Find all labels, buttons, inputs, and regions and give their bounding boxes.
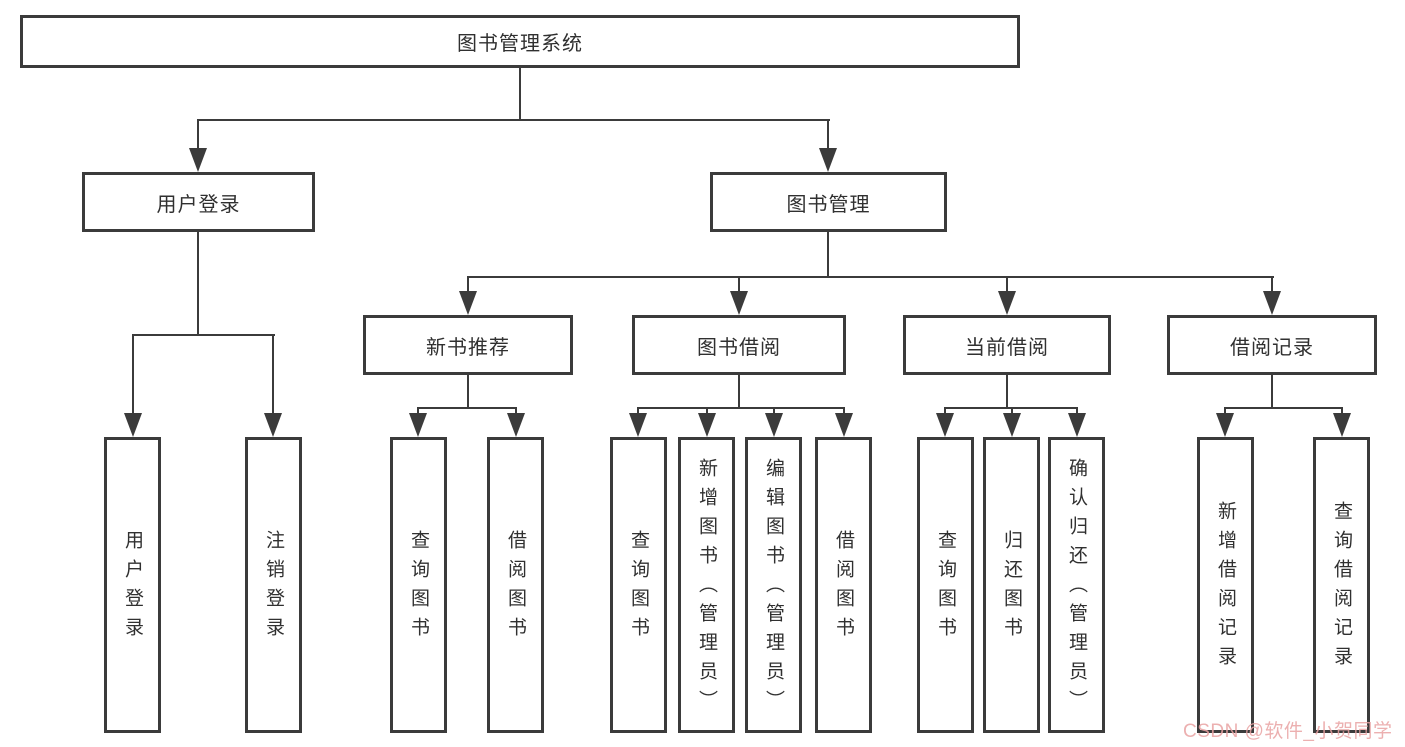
connector-g2-drop-1 (637, 407, 639, 417)
connector-user-login-stem (197, 232, 199, 336)
leaf-query-borrow-record: 查询借阅记录 (1313, 437, 1370, 733)
leaf-logout: 注销登录 (245, 437, 302, 733)
connector-g2-drop-2 (706, 407, 708, 417)
arrow-to-current-borrowing (998, 291, 1016, 315)
arrow-g4-leaf-1 (1216, 413, 1234, 437)
leaf-query-books-3: 查询图书 (917, 437, 974, 733)
arrow-to-new-books (459, 291, 477, 315)
connector-drop-book-management (827, 119, 829, 151)
leaf-query-books-1: 查询图书 (390, 437, 447, 733)
connector-drop-new-books (467, 276, 469, 294)
connector-g2-stem (738, 375, 740, 409)
node-user-login: 用户登录 (82, 172, 315, 232)
leaf-borrow-books-2: 借阅图书 (815, 437, 872, 733)
node-borrowing-records: 借阅记录 (1167, 315, 1377, 375)
connector-root-stem (519, 67, 521, 120)
connector-g2-drop-3 (773, 407, 775, 417)
arrow-g2-leaf-1 (629, 413, 647, 437)
leaf-edit-books-admin: 编辑图书（管理员） (745, 437, 802, 733)
connector-level2-rail (467, 276, 1274, 278)
arrow-g3-leaf-2 (1003, 413, 1021, 437)
leaf-confirm-return-admin: 确认归还（管理员） (1048, 437, 1105, 733)
arrow-g2-leaf-4 (835, 413, 853, 437)
arrow-g1-leaf-2 (507, 413, 525, 437)
connector-g3-drop-3 (1076, 407, 1078, 417)
arrow-to-user-login (189, 148, 207, 172)
arrow-to-borrowing-records (1263, 291, 1281, 315)
connector-g2-drop-4 (843, 407, 845, 417)
leaf-add-books-admin: 新增图书（管理员） (678, 437, 735, 733)
connector-g4-stem (1271, 375, 1273, 409)
connector-g1-stem (467, 375, 469, 409)
arrow-g4-leaf-2 (1333, 413, 1351, 437)
leaf-add-borrow-record: 新增借阅记录 (1197, 437, 1254, 733)
csdn-watermark: CSDN @软件_小贺同学 (1183, 721, 1393, 742)
connector-g2-rail (637, 407, 845, 409)
arrow-to-leaf-logout (264, 413, 282, 437)
arrow-g3-leaf-3 (1068, 413, 1086, 437)
connector-g3-drop-2 (1011, 407, 1013, 417)
connector-drop-borrowing-records (1271, 276, 1273, 294)
arrow-to-book-management (819, 148, 837, 172)
connector-g1-drop-1 (417, 407, 419, 417)
leaf-query-books-2: 查询图书 (610, 437, 667, 733)
arrow-g2-leaf-3 (765, 413, 783, 437)
connector-drop-book-borrowing (738, 276, 740, 294)
leaf-user-login: 用户登录 (104, 437, 161, 733)
arrow-to-leaf-login (124, 413, 142, 437)
node-current-borrowing: 当前借阅 (903, 315, 1111, 375)
arrow-to-book-borrowing (730, 291, 748, 315)
connector-g4-drop-2 (1341, 407, 1343, 417)
connector-g4-rail (1224, 407, 1343, 409)
connector-drop-user-login (197, 119, 199, 151)
connector-level1-rail (197, 119, 830, 121)
leaf-borrow-books-1: 借阅图书 (487, 437, 544, 733)
connector-g3-drop-1 (944, 407, 946, 417)
connector-g1-rail (417, 407, 517, 409)
connector-g4-drop-1 (1224, 407, 1226, 417)
connector-drop-leaf-logout (272, 334, 274, 416)
connector-drop-current-borrowing (1006, 276, 1008, 294)
arrow-g3-leaf-1 (936, 413, 954, 437)
leaf-return-books: 归还图书 (983, 437, 1040, 733)
node-book-borrowing: 图书借阅 (632, 315, 846, 375)
connector-g3-stem (1006, 375, 1008, 409)
arrow-g2-leaf-2 (698, 413, 716, 437)
node-book-management: 图书管理 (710, 172, 947, 232)
connector-g1-drop-2 (515, 407, 517, 417)
connector-drop-leaf-login (132, 334, 134, 416)
arrow-g1-leaf-1 (409, 413, 427, 437)
connector-user-login-rail (132, 334, 275, 336)
node-new-book-recommendation: 新书推荐 (363, 315, 573, 375)
connector-book-mgmt-stem (827, 232, 829, 278)
node-library-management-system: 图书管理系统 (20, 15, 1020, 68)
